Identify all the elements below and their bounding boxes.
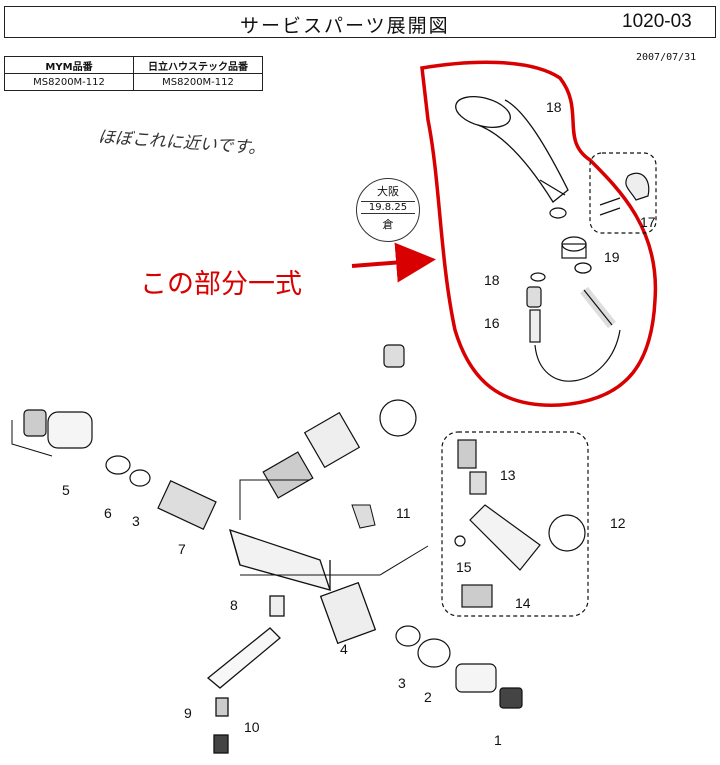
red-arrow	[351, 242, 436, 283]
part-label-18: 17	[640, 214, 656, 230]
part-label-3b: 3	[398, 675, 406, 691]
page-title: サービスパーツ展開図	[240, 15, 450, 37]
spout-part	[206, 595, 285, 754]
upper-valve-assembly	[262, 344, 417, 499]
right-handle-assembly	[395, 625, 523, 709]
stamp-line1: 大阪	[377, 185, 399, 198]
part-label-16: 18	[546, 99, 562, 115]
drawing-code: 1020-03	[622, 11, 692, 32]
wall-hook-part	[589, 152, 657, 234]
red-highlight-outline	[420, 60, 658, 407]
part-label-7: 7	[178, 541, 186, 557]
callout-lines	[11, 420, 429, 576]
part-label-20: 19	[604, 249, 620, 265]
part-number-labels: 18 17 19 18 16 5 6 3 7 11 13 12 15 14 8 …	[62, 99, 656, 748]
connector-group	[441, 431, 589, 617]
part-label-8: 8	[230, 597, 238, 613]
mym-part-number: MS8200M-112	[4, 73, 134, 91]
receipt-stamp: 大阪 19.8.25 倉	[356, 178, 420, 242]
part-label-19: 18	[484, 272, 500, 288]
part-label-4: 4	[340, 641, 348, 657]
part-label-5: 5	[62, 482, 70, 498]
stamp-line2: 19.8.25	[361, 201, 415, 214]
part-label-6: 6	[104, 505, 112, 521]
header-frame	[4, 6, 716, 38]
faucet-body	[229, 528, 377, 645]
part-number-table: MYM品番 日立ハウステック品番 MS8200M-112 MS8200M-112	[4, 56, 263, 91]
red-highlight-label: この部分一式	[140, 269, 302, 300]
part-label-13: 13	[500, 467, 516, 483]
part-label-3a: 3	[132, 513, 140, 529]
revision-date: 2007/07/31	[636, 52, 697, 63]
o-ring-20	[574, 262, 592, 274]
shower-head-part	[455, 96, 569, 203]
part-label-9: 9	[184, 705, 192, 721]
part-label-12: 12	[610, 515, 626, 531]
stamp-line3: 倉	[382, 218, 394, 231]
part-label-15: 15	[456, 559, 472, 575]
part-label-14: 14	[515, 595, 531, 611]
part-label-2: 2	[424, 689, 432, 705]
hitachi-part-number: MS8200M-112	[133, 73, 263, 91]
part-label-1: 1	[494, 732, 502, 748]
part-label-17: 16	[484, 315, 500, 331]
hose-assembly	[526, 272, 621, 382]
connector-nut	[549, 207, 587, 259]
part-label-10: 10	[244, 719, 260, 735]
elbow-fitting	[351, 504, 376, 529]
left-handle-assembly	[23, 409, 217, 530]
part-label-11: 11	[396, 505, 411, 521]
